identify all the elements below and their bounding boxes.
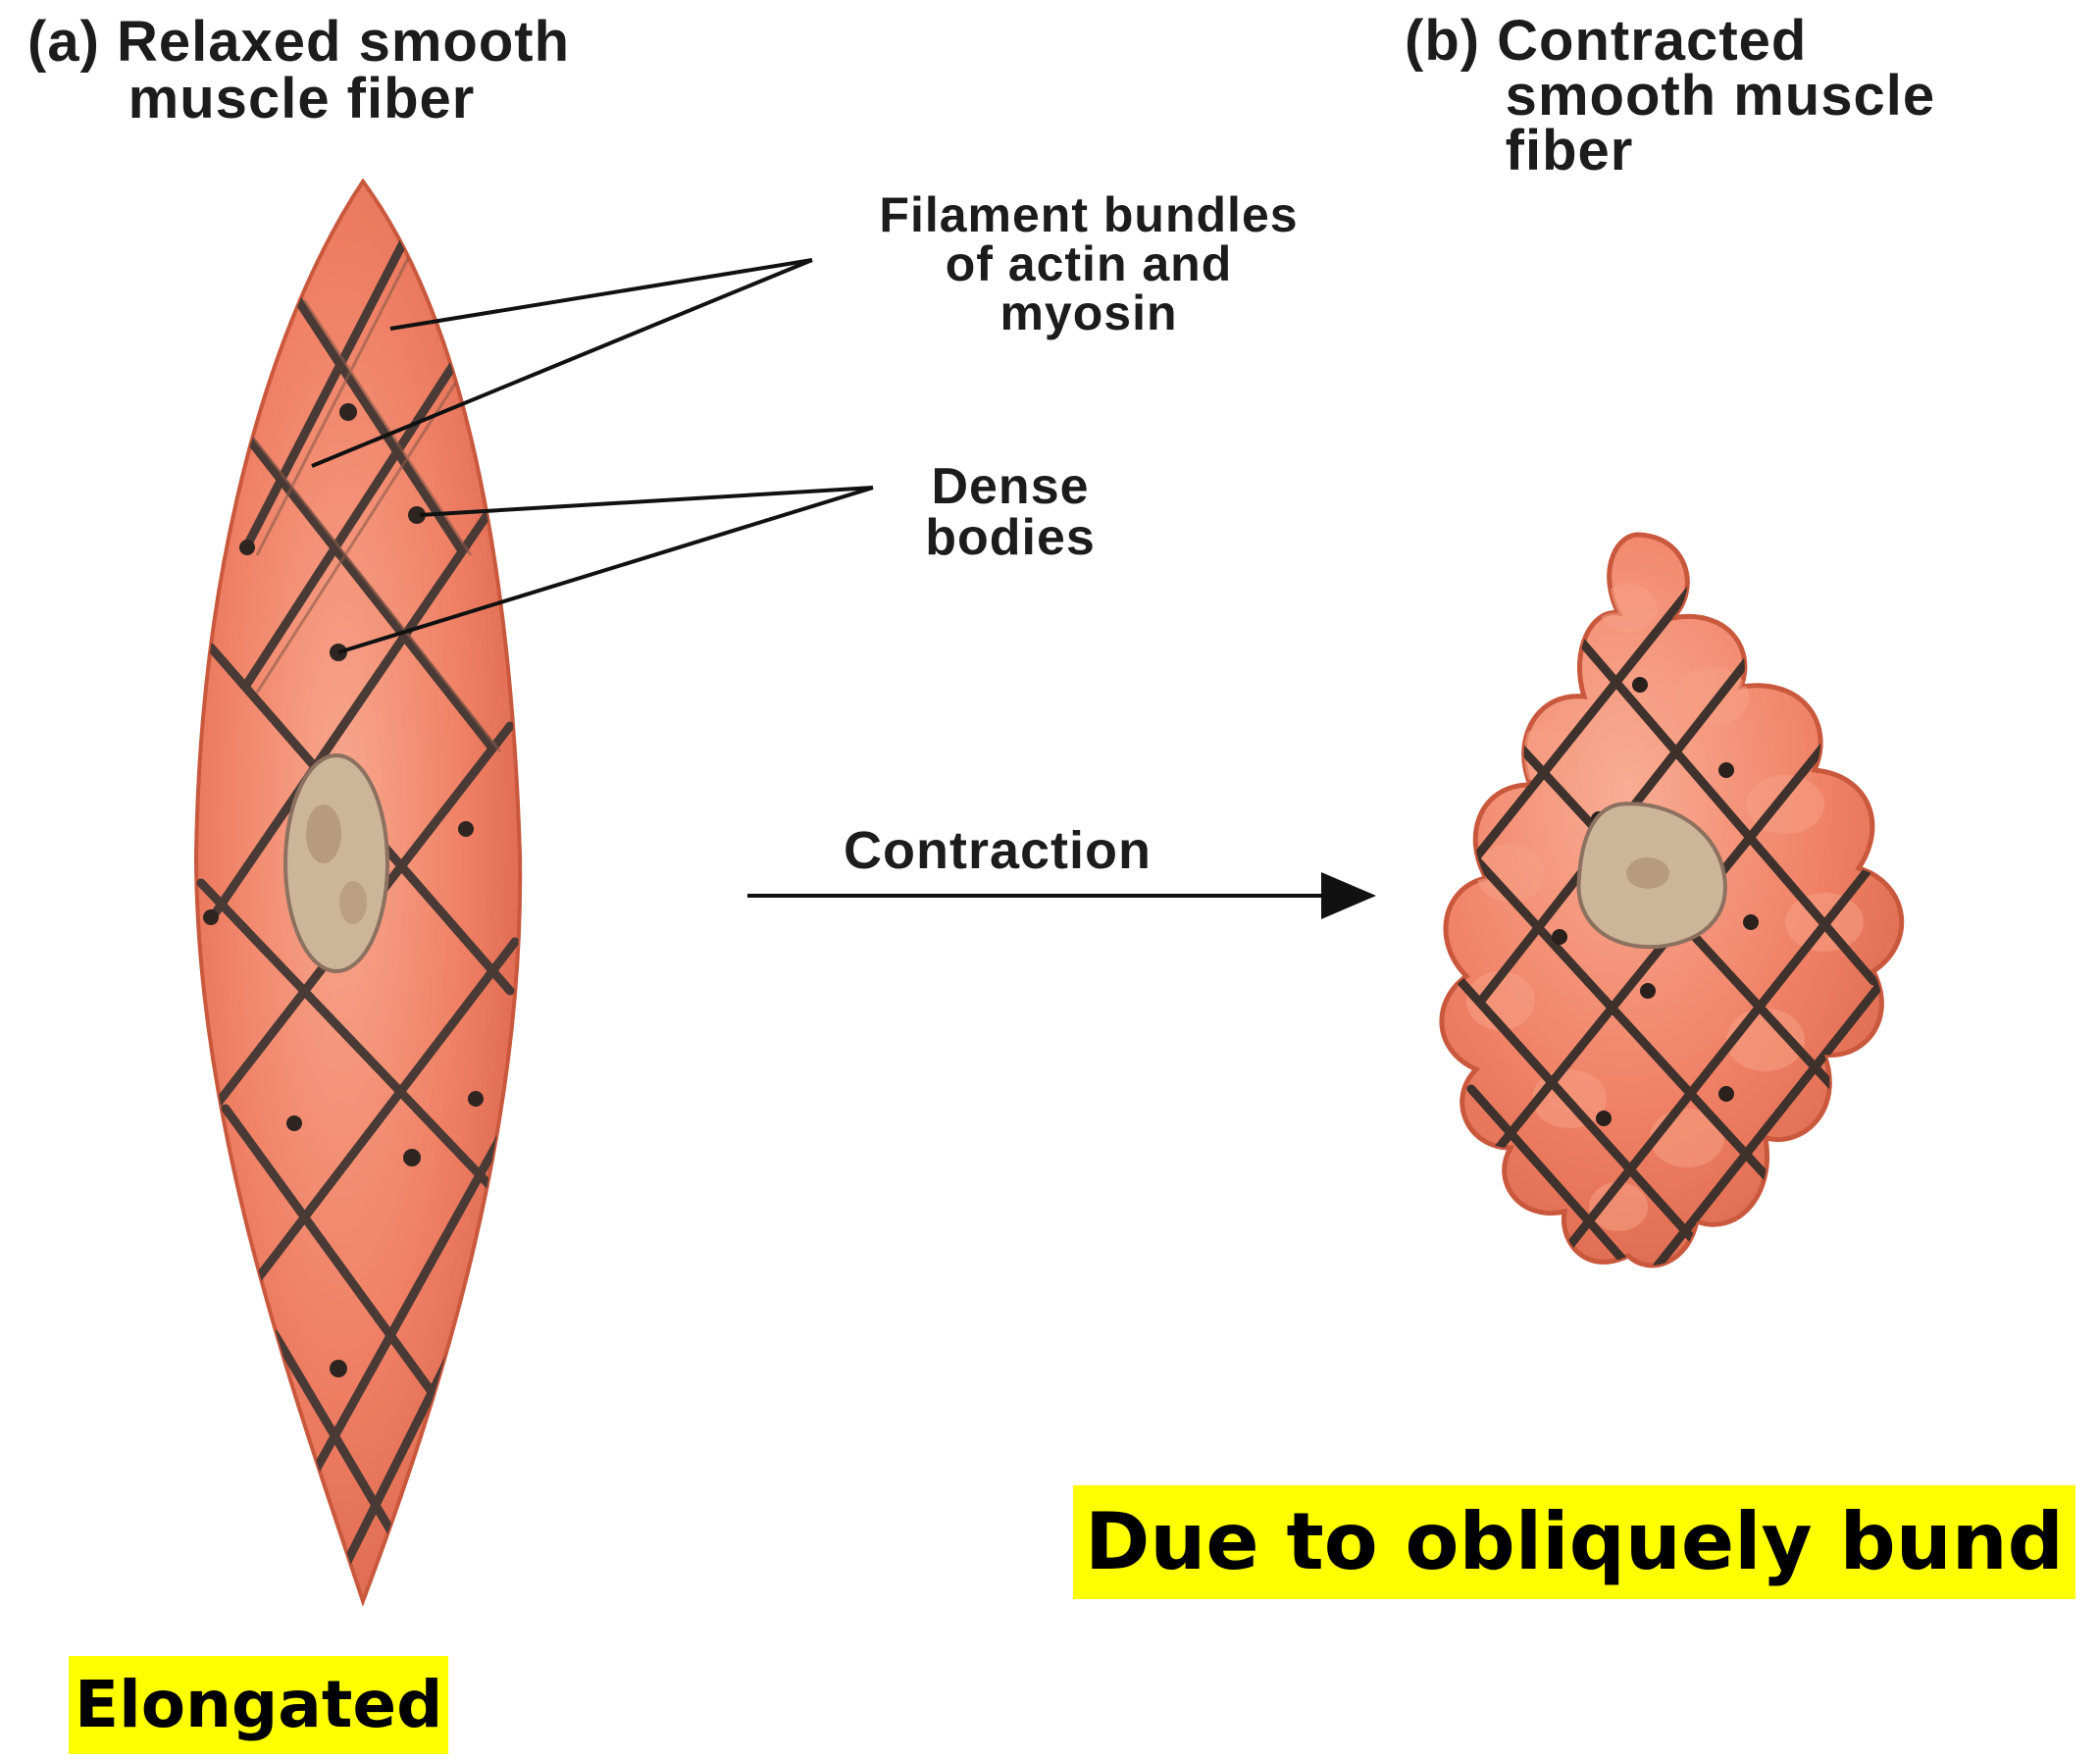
oblique-bundles-note: Due to obliquely bund (1073, 1485, 2075, 1599)
relaxed-fiber-label: (a) Relaxed smooth muscle fiber (27, 14, 570, 128)
nucleus-relaxed (285, 755, 387, 971)
contraction-label: Contraction (844, 824, 1152, 877)
elongated-note: Elongated (69, 1656, 448, 1754)
contracted-fiber-label: (b) Contracted smooth muscle fiber (1405, 14, 1935, 179)
contracted-fiber (1442, 535, 1902, 1266)
pointer-filament-1 (390, 260, 812, 329)
dense-bodies-label: Dense bodies (883, 461, 1138, 563)
pointer-dense-1 (420, 488, 873, 515)
relaxed-fiber (196, 181, 520, 1601)
filament-bundles-label: Filament bundles of actin and myosin (804, 190, 1373, 337)
